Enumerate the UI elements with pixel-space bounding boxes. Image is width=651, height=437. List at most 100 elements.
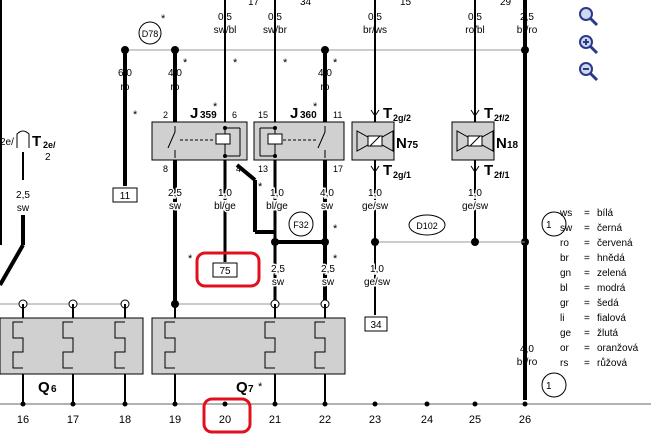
w3-color: br/ws: [363, 25, 387, 36]
d102-label: D102: [416, 221, 438, 231]
legend-name: zelená: [597, 268, 627, 279]
legend-code: gr: [560, 298, 570, 309]
n18-coil-slash: [469, 135, 481, 147]
t2f1-letter: T: [484, 162, 493, 179]
t2f1-sub: 2f/1: [494, 170, 510, 180]
asterisk: *: [213, 101, 218, 113]
legend-code: or: [560, 343, 570, 354]
j359-switch-blade: [167, 131, 176, 149]
w1-gauge: 0,5: [218, 12, 232, 23]
w19-gauge: 4,0: [520, 344, 534, 355]
j359-letter: J: [190, 105, 198, 122]
legend-name: růžová: [597, 357, 627, 369]
top-label-17: 17: [248, 0, 260, 8]
w9-gauge: 2,5: [16, 190, 30, 201]
track-number-24: 24: [421, 414, 433, 426]
q6-sub: 6: [51, 384, 57, 395]
top-label-34: 34: [300, 0, 312, 8]
w2-color: sw/br: [263, 25, 288, 36]
magnifier-icon[interactable]: [576, 4, 600, 28]
j360-sub: 360: [300, 110, 317, 121]
q6-fuse-symbol: [114, 321, 126, 369]
legend-code: br: [560, 253, 570, 264]
j360-letter: J: [290, 105, 298, 122]
n18-valve-symbol: [456, 130, 477, 152]
track-tick: [20, 401, 26, 407]
right-marker-top-label: 1: [546, 220, 552, 231]
legend-equals: =: [584, 208, 590, 219]
t2g1-sub: 2g/1: [393, 170, 411, 180]
w17-color: sw: [322, 277, 335, 288]
zoom-out-icon[interactable]: [576, 59, 600, 83]
w18-color: ge/sw: [364, 277, 391, 288]
w13-color: sw: [321, 201, 334, 212]
legend-equals: =: [584, 358, 590, 369]
j359-pin-4: 4: [236, 164, 241, 174]
wire-jumper: [235, 163, 257, 182]
legend-equals: =: [584, 328, 590, 339]
w6-gauge: 6,0: [118, 68, 132, 79]
track-tick: [472, 401, 478, 407]
legend-name: šedá: [597, 298, 619, 309]
splice-375: [371, 238, 379, 246]
t2e-connector-icon: [16, 130, 30, 148]
j359-pin-2: 2: [163, 110, 168, 120]
w7-color: ro: [171, 82, 180, 93]
legend-equals: =: [584, 223, 590, 234]
track-tick: [322, 401, 328, 407]
w14-color: ge/sw: [362, 201, 389, 212]
track-number-26: 26: [519, 414, 531, 426]
t2g2-sub: 2g/2: [393, 113, 411, 123]
legend-code: li: [560, 313, 564, 324]
zoom-in-icon[interactable]: [576, 32, 600, 56]
fuse-block-q6: [0, 317, 144, 375]
w4-color: ro/bl: [465, 25, 484, 36]
right-marker-bottom-label: 1: [546, 381, 552, 392]
w11-color: bl/ge: [214, 201, 236, 212]
q6-fuse-symbol: [12, 321, 24, 369]
d78-connector: [138, 21, 162, 45]
w15-color: ge/sw: [462, 201, 489, 212]
n18-valve-symbol: [473, 130, 494, 152]
j359-node: [223, 154, 227, 158]
right-marker-top: [541, 211, 567, 237]
track-number-21: 21: [269, 414, 281, 426]
track-tick: [272, 401, 278, 407]
t2e-num: 2: [45, 152, 51, 163]
d78-label: D78: [142, 29, 159, 39]
w2-gauge: 0,5: [268, 12, 282, 23]
splice-325-mid: [321, 238, 329, 246]
w16-color: sw: [272, 277, 285, 288]
wire-23-diag: [0, 244, 25, 286]
j359-node: [223, 126, 227, 130]
q6-letter: Q: [38, 379, 50, 396]
highlight-box-75: [195, 251, 261, 288]
w5-color: br/ro: [517, 25, 538, 36]
n75-valve-symbol: [356, 130, 377, 152]
t2f2-sub: 2f/2: [494, 113, 510, 123]
legend-code: sw: [560, 223, 573, 234]
w1-color: sw/bl: [214, 25, 237, 36]
w14-gauge: 1,0: [368, 188, 382, 199]
splice-475: [471, 238, 479, 246]
asterisk: *: [283, 57, 288, 69]
q7-sub: 7: [248, 384, 254, 395]
w16-gauge: 2,5: [271, 264, 285, 275]
w5-gauge: 2,5: [520, 12, 534, 23]
w9-color: sw: [17, 203, 30, 214]
n75-valve-symbol: [373, 130, 394, 152]
j360-pin-13: 13: [258, 164, 268, 174]
top-label-29: 29: [500, 0, 512, 8]
w6-color: ro: [121, 82, 130, 93]
track-tick: [122, 401, 128, 407]
legend-code: ge: [560, 328, 572, 339]
t2g1-letter: T: [383, 162, 392, 179]
track-tick: [372, 401, 378, 407]
t2e-left-label: 2e/: [0, 137, 14, 148]
bottom-ticks: [20, 401, 528, 407]
legend-equals: =: [584, 313, 590, 324]
j359-pin-6: 6: [232, 110, 237, 120]
legend-equals: =: [584, 238, 590, 249]
legend-name: hnědá: [597, 253, 625, 264]
